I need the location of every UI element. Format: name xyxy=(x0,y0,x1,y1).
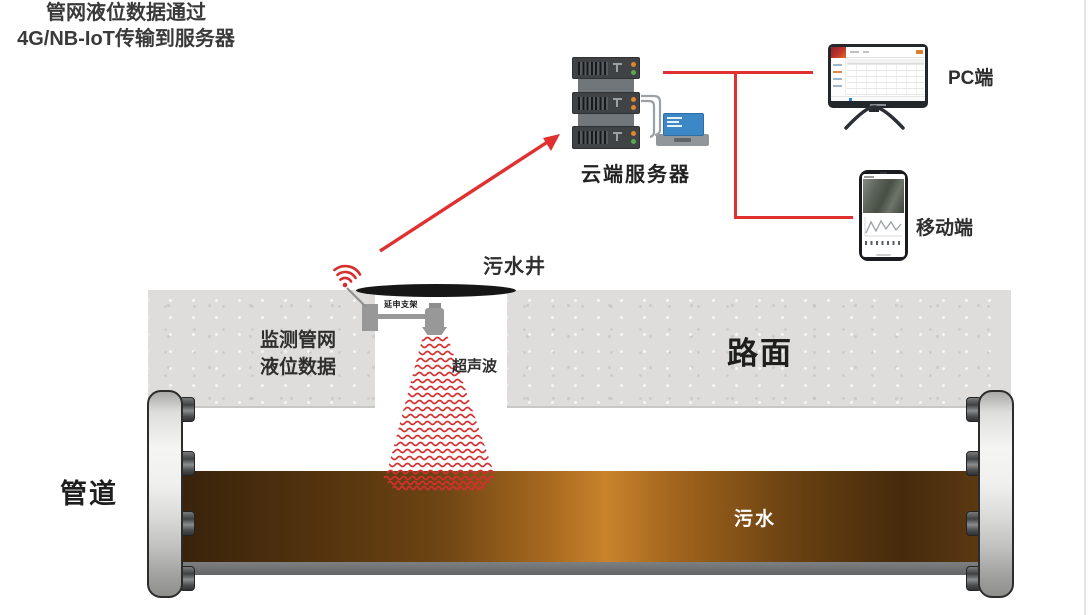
connector-branch-to-mobile xyxy=(736,216,853,219)
led-indicator xyxy=(631,97,636,102)
laptop-base xyxy=(656,134,709,146)
taskbar xyxy=(831,96,925,101)
led-indicator xyxy=(631,105,636,110)
road-surface-right xyxy=(507,290,1011,408)
sewage-well-label: 污水井 xyxy=(483,256,546,278)
app-icon-row xyxy=(865,241,902,245)
header-button xyxy=(916,50,923,54)
uplink-arrow xyxy=(379,134,560,253)
server-unit xyxy=(572,57,640,79)
page-edge-divider xyxy=(1084,0,1086,615)
led-indicator xyxy=(631,62,636,67)
led-indicator xyxy=(631,70,636,75)
server-cables xyxy=(641,94,662,139)
laptop-screen xyxy=(663,113,704,136)
pipe-flange-left xyxy=(147,390,183,598)
pipe-bottom-wall xyxy=(183,562,982,575)
extension-bracket-label: 延申支架 xyxy=(384,300,418,309)
start-icon xyxy=(849,98,852,101)
server-unit xyxy=(572,92,640,114)
mobile-phone xyxy=(859,170,908,261)
home-indicator xyxy=(876,253,891,256)
annotation-uplink: 管网液位数据通过 4G/NB-IoT传输到服务器 xyxy=(0,0,252,52)
sewage-water xyxy=(183,471,982,563)
pipe-label: 管道 xyxy=(60,479,118,509)
road-label: 路面 xyxy=(727,336,793,371)
app-sidebar xyxy=(831,58,846,96)
monitor-brand-mark xyxy=(870,104,886,106)
monitor-data-label: 监测管网 液位数据 xyxy=(259,330,336,378)
wifi-signal-icon xyxy=(333,264,362,288)
ultrasonic-sensor-horn xyxy=(422,327,447,335)
server-unit xyxy=(572,126,640,149)
data-table xyxy=(847,59,924,95)
road-surface-left xyxy=(148,290,375,408)
server-rack-spacer xyxy=(578,78,634,93)
annotation-line1: 管网液位数据通过 xyxy=(46,2,206,24)
manhole-cover xyxy=(356,284,516,297)
ultrasonic-sensor-body xyxy=(425,308,444,327)
server-rack-spacer xyxy=(578,113,634,126)
data-table-header xyxy=(847,59,924,64)
connector-branch-vertical xyxy=(734,71,737,219)
annotation-line2: 4G/NB-IoT传输到服务器 xyxy=(17,28,235,50)
pc-screen xyxy=(831,47,925,101)
server-vents-icon xyxy=(578,62,608,75)
connector-server-to-pc xyxy=(663,71,813,74)
level-trend-chart xyxy=(863,214,904,240)
ultrasonic-label: 超声波 xyxy=(452,358,498,375)
pc-monitor xyxy=(828,44,928,108)
app-logo-block xyxy=(831,47,846,58)
cloud-server-label: 云端服务器 xyxy=(581,164,691,186)
server-vents-icon xyxy=(578,97,608,110)
phone-speaker xyxy=(880,171,887,174)
led-indicator xyxy=(631,131,636,136)
ultrasonic-sensor-cap xyxy=(429,303,441,309)
site-photo xyxy=(863,179,904,213)
extension-bracket-bar xyxy=(378,314,427,319)
server-vents-icon xyxy=(578,131,608,144)
pc-label: PC端 xyxy=(948,68,994,89)
app-header-bar xyxy=(846,47,925,58)
led-indicator xyxy=(631,139,636,144)
mobile-label: 移动端 xyxy=(916,218,974,239)
pipe-flange-right xyxy=(978,390,1014,598)
sewage-label: 污水 xyxy=(734,509,777,530)
sensor-mount-box xyxy=(362,304,378,331)
monitor-stand xyxy=(844,105,905,130)
phone-screen xyxy=(862,174,905,257)
